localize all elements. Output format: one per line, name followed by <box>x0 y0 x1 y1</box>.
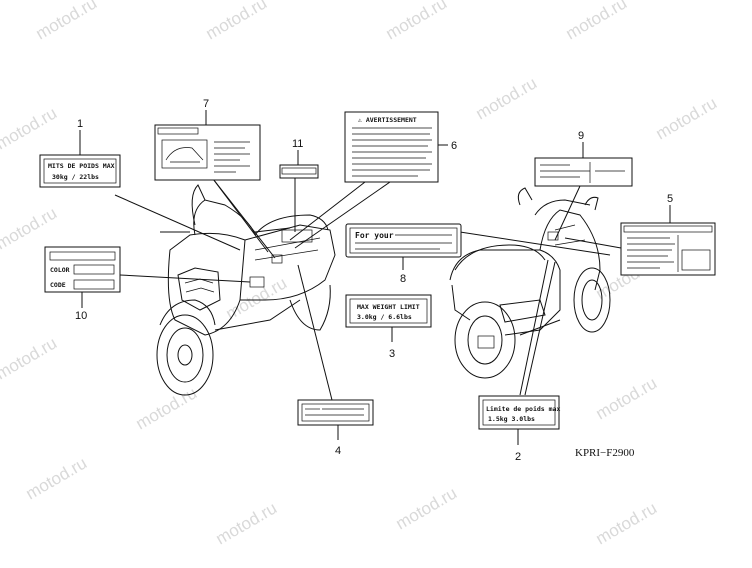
watermark-text: motod.ru <box>563 0 631 43</box>
label-3-weight-limit-en: MAX WEIGHT LIMIT 3.0kg / 6.6lbs 3 <box>345 294 432 360</box>
label-11-small-plate: 11 <box>279 138 319 179</box>
label-3-line-2: 3.0kg / 6.6lbs <box>357 313 412 321</box>
watermark-text: motod.ru <box>393 483 461 533</box>
label-6-title: ⚠ AVERTISSEMENT <box>357 116 417 124</box>
callout-10: 10 <box>75 310 87 322</box>
watermark-text: motod.ru <box>593 498 661 548</box>
diagram-code: KPRI−F2900 <box>575 447 635 459</box>
scooter-rear-view <box>449 187 611 379</box>
label-8-for-your: For your 8 <box>345 223 462 285</box>
scooter-front-view <box>156 184 336 396</box>
label-10-row-1: COLOR <box>50 266 70 274</box>
label-2-line-2: 1.5kg 3.0lbs <box>488 415 535 423</box>
leader-lines <box>114 174 622 401</box>
label-3-line-1: MAX WEIGHT LIMIT <box>357 303 420 311</box>
watermark-text: motod.ru <box>203 0 271 43</box>
callout-6: 6 <box>451 140 457 152</box>
watermark-text: motod.ru <box>473 73 541 123</box>
label-1-line-2: 30kg / 22lbs <box>52 173 99 181</box>
callout-8: 8 <box>400 273 406 285</box>
callout-4: 4 <box>335 445 341 457</box>
watermark-text: motod.ru <box>0 103 60 153</box>
callout-3: 3 <box>389 348 395 360</box>
watermark-text: motod.ru <box>0 333 60 383</box>
watermark-text: motod.ru <box>593 373 661 423</box>
watermark-text: motod.ru <box>133 383 201 433</box>
callout-9: 9 <box>578 130 584 142</box>
watermark-text: motod.ru <box>653 93 721 143</box>
label-1-weight-limit-fr: MITS DE POIDS MAX 30kg / 22lbs 1 <box>39 118 121 188</box>
callout-11: 11 <box>292 138 303 150</box>
label-7-diagram-plate: 7 <box>154 98 261 181</box>
label-2-weight-limit-fr: Limite de poids max 1.5kg 3.0lbs 2 <box>478 395 560 463</box>
watermark-text: motod.ru <box>0 203 60 253</box>
watermark-text: motod.ru <box>33 0 101 43</box>
callout-2: 2 <box>515 451 521 463</box>
label-2-line-1: Limite de poids max <box>486 405 560 413</box>
callout-5: 5 <box>667 193 673 205</box>
callout-1: 1 <box>77 118 83 130</box>
label-1-line-1: MITS DE POIDS MAX <box>48 162 115 170</box>
watermark-text: motod.ru <box>213 498 281 548</box>
label-10-color-code: COLOR CODE 10 <box>44 246 121 322</box>
watermark-text: motod.ru <box>383 0 451 43</box>
label-10-row-2: CODE <box>50 281 66 289</box>
label-8-line-1: For your <box>355 231 394 240</box>
callout-7: 7 <box>203 98 209 110</box>
label-9-info: 9 <box>534 130 633 187</box>
watermark-text: motod.ru <box>23 453 91 503</box>
label-4-small-plate: 4 <box>297 399 374 457</box>
label-6-warning-fr: ⚠ AVERTISSEMENT 6 <box>344 111 457 183</box>
label-5-info-plate: 5 <box>620 193 716 276</box>
